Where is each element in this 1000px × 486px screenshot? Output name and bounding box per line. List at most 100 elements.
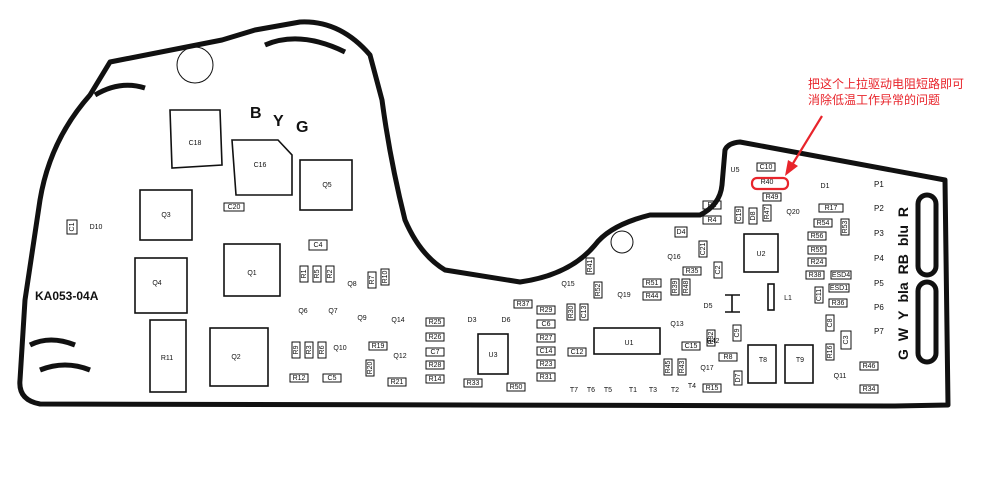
component-label-r6: R6 bbox=[319, 345, 326, 354]
component-outline bbox=[706, 329, 716, 347]
component-label-r2: R2 bbox=[708, 202, 717, 209]
component-label-r34: R34 bbox=[863, 386, 876, 393]
annotation-arrowhead bbox=[785, 160, 798, 176]
component-label-r7: R7 bbox=[369, 275, 376, 284]
component-label-q3: Q3 bbox=[161, 212, 170, 219]
component-outline bbox=[681, 341, 701, 351]
component-label-r52: R52 bbox=[595, 283, 602, 296]
component-label-r51: R51 bbox=[646, 280, 659, 287]
component-label-q13: Q13 bbox=[670, 321, 683, 328]
annotation-arrow bbox=[791, 115, 823, 166]
component-outline bbox=[698, 240, 708, 258]
component-outline bbox=[463, 378, 483, 388]
component-outline bbox=[840, 218, 850, 236]
board-model-label: KA053-04A bbox=[35, 289, 99, 303]
component-label-r33: R33 bbox=[467, 380, 480, 387]
component-outline bbox=[805, 270, 825, 280]
component-outline bbox=[66, 219, 78, 235]
component-label-r10: R10 bbox=[382, 270, 389, 283]
component-label-r5: R5 bbox=[314, 269, 321, 278]
component-label-q6: Q6 bbox=[298, 308, 307, 315]
board-outline bbox=[17, 19, 951, 409]
component-label-c3: C3 bbox=[843, 335, 850, 344]
component-label-q9: Q9 bbox=[357, 315, 366, 322]
component-label-c10: C10 bbox=[760, 164, 773, 171]
component-outline bbox=[513, 299, 533, 309]
component-label-r12: R12 bbox=[293, 375, 306, 382]
component-label-u1: U1 bbox=[625, 340, 634, 347]
component-outline bbox=[367, 271, 377, 289]
component-outline bbox=[536, 305, 556, 315]
component-label-r4: R4 bbox=[708, 217, 717, 224]
component-outline bbox=[859, 361, 879, 371]
mounting-hole bbox=[610, 230, 634, 254]
component-outline bbox=[674, 226, 688, 238]
wire-label-b: B bbox=[250, 105, 262, 122]
component-label-t1: T1 bbox=[629, 387, 637, 394]
component-label-u3: U3 bbox=[489, 352, 498, 359]
component-label-r11: R11 bbox=[161, 355, 173, 362]
component-label-r16: R16 bbox=[827, 345, 834, 358]
component-outline bbox=[762, 204, 772, 222]
component-label-q17: Q17 bbox=[700, 365, 713, 372]
component-label-q19: Q19 bbox=[617, 292, 630, 299]
component-label-q12: Q12 bbox=[393, 353, 406, 360]
component-label-t3: T3 bbox=[649, 387, 657, 394]
component-label-r48: R48 bbox=[683, 280, 690, 293]
component-outline bbox=[380, 268, 390, 286]
component-label-r29: R29 bbox=[540, 307, 553, 314]
component-label-c4: C4 bbox=[314, 242, 323, 249]
component-label-c1: C1 bbox=[69, 222, 76, 231]
component-outline bbox=[317, 341, 327, 359]
component-label-r37: R37 bbox=[517, 301, 530, 308]
component-label-c8: C8 bbox=[827, 318, 834, 327]
pin-label-p6: P6 bbox=[874, 303, 884, 312]
component-outline bbox=[579, 303, 589, 321]
component-outline bbox=[713, 261, 723, 279]
component-outline bbox=[536, 333, 556, 343]
component-label-u2: U2 bbox=[757, 251, 766, 258]
component-label-r1: R1 bbox=[301, 269, 308, 278]
wire-label-y: Y bbox=[273, 113, 284, 130]
component-label-r36: R36 bbox=[832, 300, 845, 307]
component-label-d6: D6 bbox=[502, 317, 511, 324]
component-label-d10: D10 bbox=[90, 224, 103, 231]
component-label-t4: T4 bbox=[688, 383, 696, 390]
component-label-q5: Q5 bbox=[322, 182, 331, 189]
component-outline bbox=[425, 360, 445, 370]
component-label-c7: C7 bbox=[431, 349, 440, 356]
component-label-c21: C21 bbox=[700, 242, 707, 255]
component-label-r44: R44 bbox=[646, 293, 659, 300]
component-label-r39: R39 bbox=[672, 280, 679, 293]
component-label-c20: C20 bbox=[228, 204, 241, 211]
component-label-t9: T9 bbox=[796, 357, 804, 364]
pin-label-p5: P5 bbox=[874, 279, 884, 288]
component-label-r20: R20 bbox=[367, 361, 374, 374]
connector-slot bbox=[915, 279, 939, 365]
component-label-r21: R21 bbox=[391, 379, 404, 386]
wire-label-g: G bbox=[296, 119, 308, 136]
component-outline bbox=[813, 218, 833, 228]
component-outline bbox=[585, 257, 595, 275]
mounting-hole bbox=[176, 46, 214, 84]
component-outline bbox=[825, 343, 835, 361]
component-outline bbox=[506, 382, 526, 392]
component-label-r49: R49 bbox=[766, 194, 779, 201]
component-outline bbox=[840, 330, 852, 350]
component-outline bbox=[734, 206, 744, 224]
component-label-c2: C2 bbox=[715, 265, 722, 274]
component-outline bbox=[368, 341, 388, 351]
component-outline bbox=[818, 203, 844, 213]
component-label-q20: Q20 bbox=[786, 209, 799, 216]
component-label-t7: T7 bbox=[570, 387, 578, 394]
component-label-r26: R26 bbox=[429, 334, 442, 341]
board-notch bbox=[28, 337, 76, 348]
component-label-q4: Q4 bbox=[152, 280, 161, 287]
pin-label-p4: P4 bbox=[874, 254, 884, 263]
annotation-line-2: 消除低温工作异常的问题 bbox=[808, 93, 941, 107]
component-outline bbox=[365, 359, 375, 377]
component-label-r14: R14 bbox=[429, 376, 442, 383]
component-label-d5: D5 bbox=[704, 303, 713, 310]
board-notch bbox=[39, 362, 91, 373]
component-outline bbox=[748, 207, 758, 225]
